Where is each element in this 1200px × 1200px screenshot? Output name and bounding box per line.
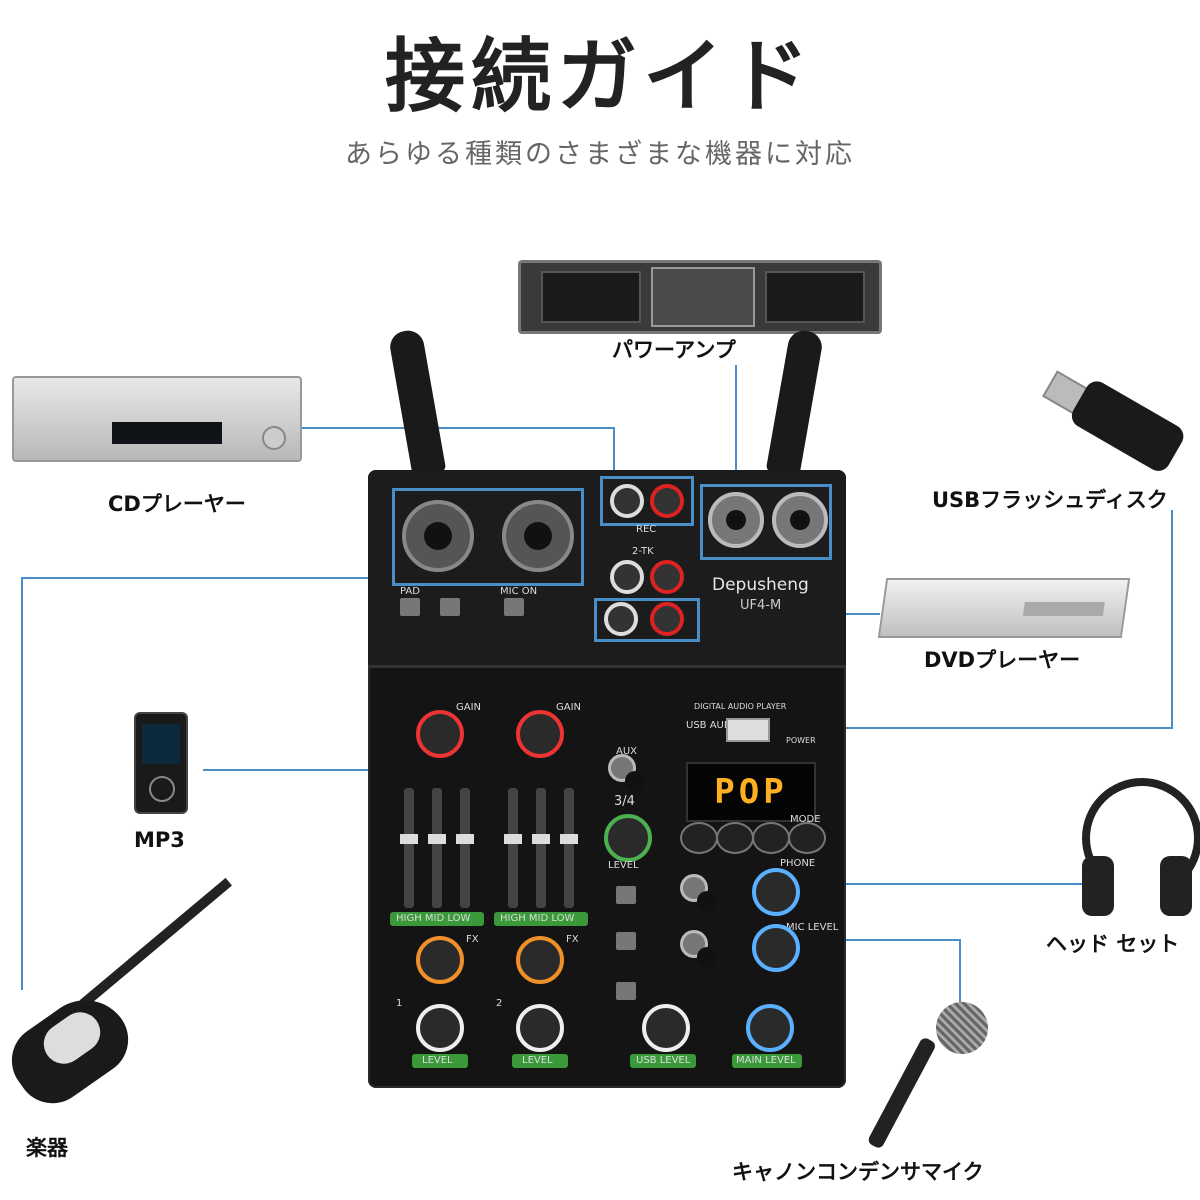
rec-highlight [600, 476, 694, 526]
ch1-label: 1 [396, 998, 403, 1009]
mode-label: MODE [790, 814, 821, 825]
eq-fader-high-1[interactable] [400, 788, 418, 908]
headphones-label: ヘッド セット [1046, 932, 1180, 956]
gain-knob-2[interactable] [516, 710, 564, 758]
page-title: 接続ガイド [385, 30, 815, 123]
main-out-highlight [700, 484, 832, 560]
level-1-bar [412, 1054, 468, 1068]
mic-input-1[interactable] [402, 500, 474, 572]
mixer-model: UF4-M [740, 598, 782, 613]
two-tk-highlight [594, 598, 700, 642]
mic-input-2[interactable] [502, 500, 574, 572]
phantom-button[interactable] [440, 598, 460, 616]
play-pause-button[interactable] [752, 822, 790, 854]
player-label: DIGITAL AUDIO PLAYER [694, 702, 787, 711]
cd-player-image [12, 376, 302, 462]
next-button[interactable] [716, 822, 754, 854]
player-display: POP [686, 762, 816, 822]
dvd-player-label: DVDプレーヤー [924, 648, 1081, 672]
power-amp-label: パワーアンプ [612, 338, 736, 362]
line-usb [776, 510, 1173, 729]
usb-level-knob[interactable] [642, 1004, 690, 1052]
fx-knob-1[interactable] [416, 936, 464, 984]
instrument-label: 楽器 [26, 1136, 68, 1160]
eq-fader-mid-2[interactable] [532, 788, 550, 908]
headphones-image [1076, 778, 1200, 918]
main-level-label: MAIN LEVEL [736, 1055, 796, 1066]
phone-jack[interactable] [680, 874, 717, 911]
usb-port[interactable] [726, 718, 770, 742]
pad-button[interactable] [400, 598, 420, 616]
main-level-bar [732, 1054, 802, 1068]
two-tk-rca-right[interactable] [650, 560, 684, 594]
microphone-image [866, 1000, 1000, 1160]
three-four-label: 3/4 [614, 794, 635, 809]
main-level-knob[interactable] [746, 1004, 794, 1052]
mic-on-label: MIC ON [500, 586, 538, 597]
rec-label: REC [636, 524, 657, 535]
level-knob-2[interactable] [516, 1004, 564, 1052]
aux-jack[interactable] [608, 754, 645, 791]
eq-bar-1 [390, 912, 484, 926]
mic-inputs-highlight [392, 488, 584, 586]
mic-on-button[interactable] [504, 598, 524, 616]
eq-fader-low-2[interactable] [560, 788, 578, 908]
condenser-mic-label: キャノンコンデンサマイク [732, 1160, 984, 1184]
level-34-label: LEVEL [608, 860, 639, 871]
eq-1-label: HIGH MID LOW [396, 913, 471, 924]
main-out-right[interactable] [772, 492, 828, 548]
two-tk-rca-left[interactable] [610, 560, 644, 594]
main-out-left[interactable] [708, 492, 764, 548]
eq-fader-mid-1[interactable] [428, 788, 446, 908]
level-34-knob[interactable] [604, 814, 652, 862]
eq-fader-low-1[interactable] [456, 788, 474, 908]
eq-fader-high-2[interactable] [504, 788, 522, 908]
fx-knob-2[interactable] [516, 936, 564, 984]
power-amp-image [518, 260, 882, 334]
page-subtitle: あらゆる種類のさまざまな機器に対応 [345, 139, 855, 170]
usb-level-label: USB LEVEL [636, 1055, 691, 1066]
phone-label: PHONE [780, 858, 816, 869]
ch2-label: 2 [496, 998, 503, 1009]
usb-level-bar [630, 1054, 696, 1068]
to-mix-button[interactable] [616, 932, 636, 950]
mixer: REC 2-TK Depusheng UF4-M PAD MIC ON GAIN… [368, 470, 846, 1088]
to-phones-button[interactable] [616, 886, 636, 904]
guitar-image [0, 877, 260, 1140]
two-tk-out-rca-right[interactable] [650, 602, 684, 636]
fx-1-label: FX [466, 934, 479, 945]
aux-label: AUX [616, 746, 638, 757]
fx-2-label: FX [566, 934, 579, 945]
mode-button[interactable] [788, 822, 826, 854]
level-1-label: LEVEL [422, 1055, 453, 1066]
usb-audio-label: USB AUDIO [686, 720, 743, 731]
cd-player-label: CDプレーヤー [108, 492, 246, 516]
line-guitar [21, 577, 408, 990]
two-tk-out-rca-left[interactable] [604, 602, 638, 636]
eq-2-label: HIGH MID LOW [500, 913, 575, 924]
rec-rca-left[interactable] [610, 484, 644, 518]
power-label: POWER [786, 736, 816, 745]
dvd-player-image [877, 578, 1131, 638]
mixer-brand: Depusheng [712, 575, 809, 595]
mp3-label: MP3 [134, 828, 185, 852]
eq-bar-2 [494, 912, 588, 926]
rec-rca-right[interactable] [650, 484, 684, 518]
prev-button[interactable] [680, 822, 718, 854]
phone-knob[interactable] [752, 868, 800, 916]
mp3-image [134, 712, 188, 814]
to-main-button[interactable] [616, 982, 636, 1000]
gain-knob-1[interactable] [416, 710, 464, 758]
mic-level-knob[interactable] [752, 924, 800, 972]
gain-1-label: GAIN [456, 702, 482, 713]
mic-jack[interactable] [680, 930, 717, 967]
gain-2-label: GAIN [556, 702, 582, 713]
pad-label: PAD [400, 586, 420, 597]
level-knob-1[interactable] [416, 1004, 464, 1052]
level-2-bar [512, 1054, 568, 1068]
level-2-label: LEVEL [522, 1055, 553, 1066]
usb-flash-label: USBフラッシュディスク [932, 488, 1168, 512]
mic-level-label: MIC LEVEL [786, 922, 839, 933]
two-tk-label: 2-TK [632, 546, 654, 557]
